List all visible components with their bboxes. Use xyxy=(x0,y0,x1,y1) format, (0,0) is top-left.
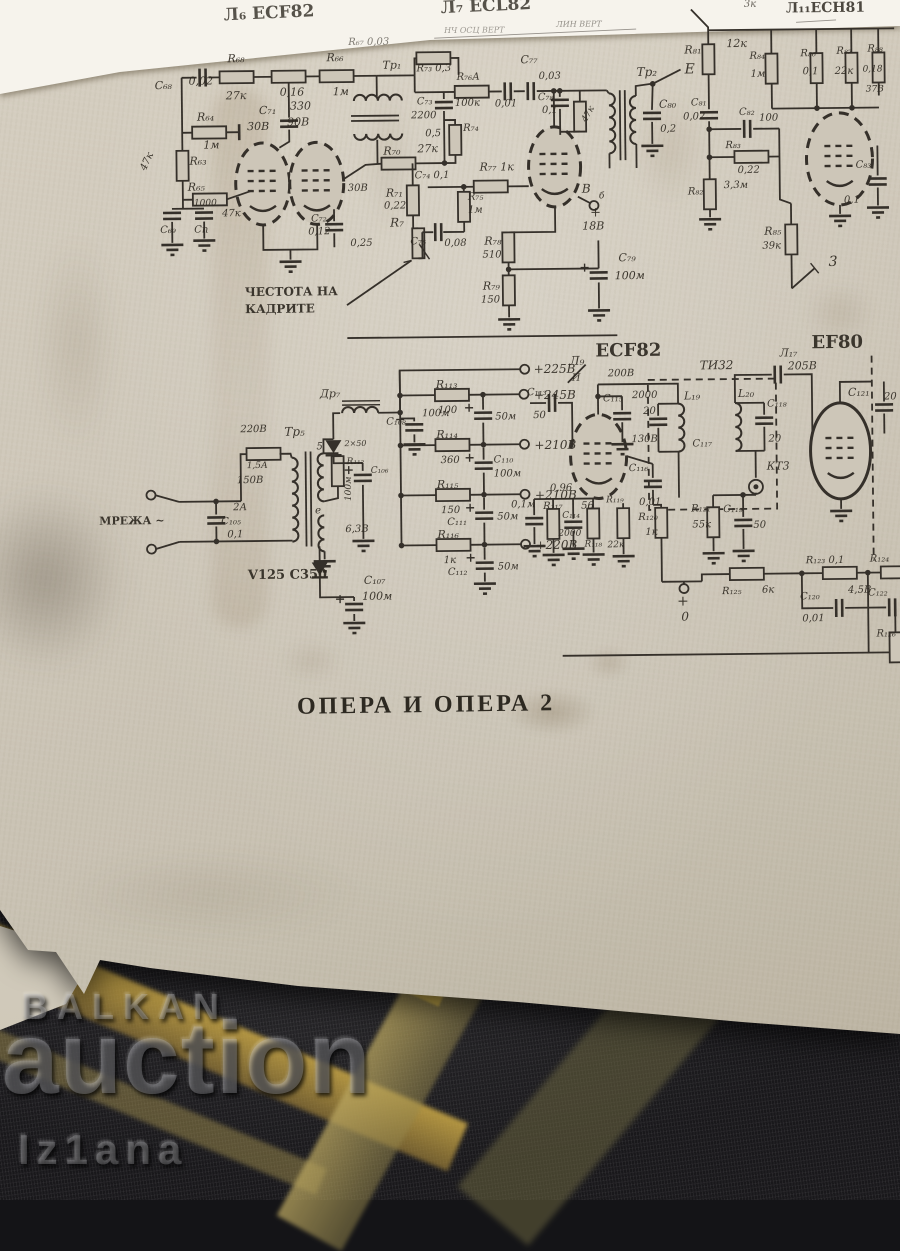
page-fold-edge xyxy=(0,0,900,120)
watermark-line-2: auction xyxy=(2,1000,372,1117)
watermark-line-3: Iz1ana xyxy=(18,1126,188,1174)
paper-sheet xyxy=(0,0,900,1060)
schematic-title: ОПЕРА И ОПЕРА 2 xyxy=(297,690,556,721)
page-fold-wrap xyxy=(0,0,900,140)
photo-of-schematic-page: { "schematic": { "title": "ОПЕРА И ОПЕРА… xyxy=(0,0,900,1200)
paper-grain xyxy=(0,0,900,1060)
